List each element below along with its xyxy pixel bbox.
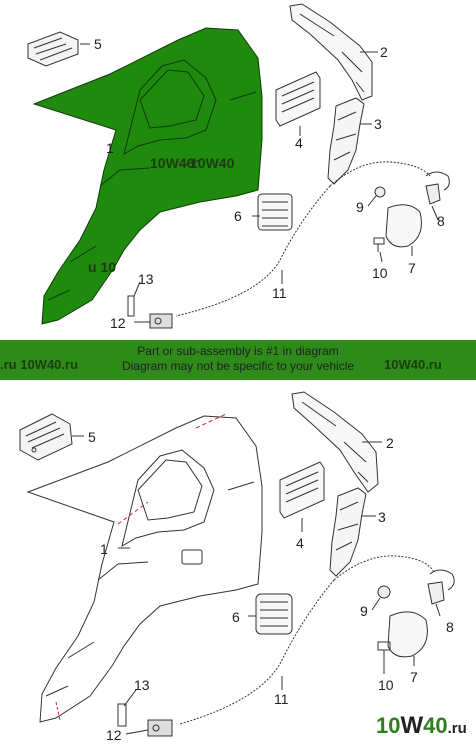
banner-watermark-left: .ru 10W40.ru — [0, 357, 79, 372]
part-7-fuel-door[interactable] — [385, 204, 422, 248]
callout-6: 6 — [234, 208, 242, 224]
callout-12: 12 — [106, 727, 122, 743]
callout-8: 8 — [446, 619, 454, 635]
part-9-clip[interactable] — [377, 585, 391, 599]
callout-12: 12 — [110, 315, 126, 331]
part-2-reinforcement[interactable] — [291, 391, 379, 493]
part-1-quarter-panel[interactable] — [26, 413, 263, 723]
callout-4: 4 — [295, 135, 303, 151]
callout-5: 5 — [88, 429, 96, 445]
part-1-quarter-panel[interactable]: 10W40 10W40 u 10 — [32, 27, 263, 325]
callout-11: 11 — [274, 691, 289, 707]
notice-banner: Part or sub-assembly is #1 in diagram Di… — [0, 340, 476, 380]
part-4-panel[interactable] — [275, 71, 321, 127]
callout-7: 7 — [410, 669, 418, 685]
watermark-text: 10W40 — [190, 155, 235, 171]
callout-1: 1 — [106, 140, 114, 156]
callout-5: 5 — [94, 36, 102, 52]
banner-line-1: Part or sub-assembly is #1 in diagram — [137, 344, 339, 358]
part-9-clip[interactable] — [374, 186, 386, 198]
logo-suffix: .ru — [447, 720, 467, 737]
part-13-screw[interactable] — [117, 703, 127, 727]
callout-9: 9 — [360, 603, 368, 619]
banner-line-2: Diagram may not be specific to your vehi… — [121, 359, 355, 373]
callout-13: 13 — [138, 271, 154, 287]
watermark-text: u 10 — [88, 259, 116, 275]
callout-2: 2 — [386, 435, 394, 451]
site-logo: 10W40.ru — [376, 709, 476, 743]
part-2-reinforcement[interactable] — [289, 3, 373, 101]
part-8-actuator[interactable] — [427, 569, 455, 605]
callout-6: 6 — [232, 609, 240, 625]
part-3-bracket[interactable] — [329, 487, 367, 577]
banner-background — [0, 340, 476, 380]
callout-1: 1 — [100, 541, 108, 557]
callout-10: 10 — [378, 677, 394, 693]
part-11-cable[interactable] — [179, 555, 435, 725]
logo-part-2: W — [400, 712, 424, 739]
part-10-bolt[interactable] — [377, 641, 391, 662]
callout-3: 3 — [374, 116, 382, 132]
callout-3: 3 — [378, 509, 386, 525]
callout-4: 4 — [296, 535, 304, 551]
part-5-bracket[interactable] — [19, 413, 73, 461]
part-10-bolt[interactable] — [373, 237, 385, 252]
part-5-bracket[interactable] — [27, 31, 79, 67]
callout-13: 13 — [134, 677, 150, 693]
callout-9: 9 — [356, 199, 364, 215]
part-6-vent[interactable] — [257, 193, 293, 231]
part-12-hinge[interactable] — [147, 719, 173, 737]
callout-8: 8 — [437, 213, 445, 229]
part-3-bracket[interactable] — [327, 97, 365, 185]
callout-2: 2 — [380, 44, 388, 60]
logo-part-1: 10 — [376, 713, 401, 738]
callout-7: 7 — [408, 260, 416, 276]
part-13-screw[interactable] — [127, 295, 135, 317]
callout-10: 10 — [372, 265, 388, 281]
logo-part-3: 40 — [423, 713, 448, 738]
part-8-actuator[interactable] — [425, 171, 450, 205]
bottom-parts-diagram: 1 2 3 4 5 6 7 8 9 10 11 12 13 — [19, 391, 455, 743]
watermark-text: 10W40 — [150, 155, 195, 171]
callout-11: 11 — [272, 285, 287, 301]
part-12-hinge[interactable] — [149, 313, 173, 329]
part-7-fuel-door[interactable] — [387, 611, 428, 658]
part-4-panel[interactable] — [279, 461, 325, 519]
part-6-vent[interactable] — [255, 593, 293, 635]
banner-watermark-right: 10W40.ru — [384, 357, 442, 372]
top-parts-diagram: 10W40 10W40 u 10 1 2 3 4 5 6 7 8 9 10 11… — [27, 3, 450, 331]
part-11-cable[interactable] — [175, 161, 431, 317]
